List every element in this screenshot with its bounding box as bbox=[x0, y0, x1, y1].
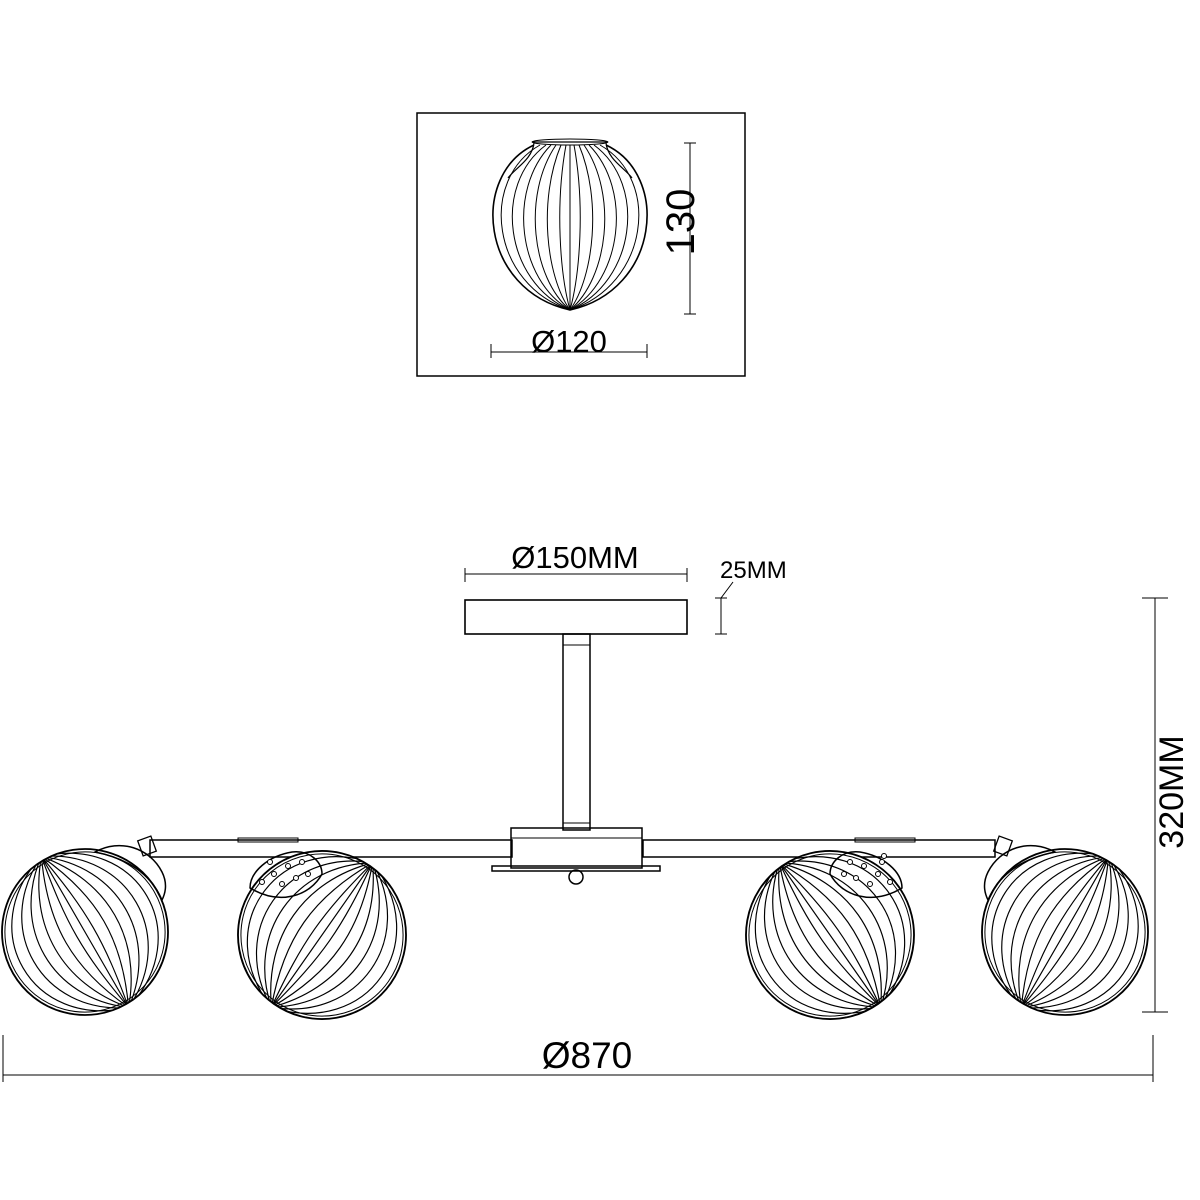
total-height-dimension: 320MM bbox=[1142, 597, 1191, 1013]
canopy-height-label: 25MM bbox=[720, 557, 787, 584]
shade-height-dimension: 130 bbox=[659, 142, 703, 315]
globe-shade-3 bbox=[711, 815, 950, 1056]
detail-frame bbox=[416, 112, 746, 377]
globe-shade-1 bbox=[0, 815, 200, 1049]
shade-diameter-dimension: Ø120 bbox=[490, 324, 648, 359]
center-hub bbox=[491, 827, 661, 885]
shade-diameter-label: Ø120 bbox=[531, 324, 607, 359]
fixture-drawing bbox=[0, 599, 1181, 1056]
canopy-diameter-label: Ø150MM bbox=[511, 540, 638, 575]
shade-drawing bbox=[492, 138, 648, 311]
globe-shade-4 bbox=[950, 815, 1181, 1049]
shade-detail-view: 130 Ø120 bbox=[416, 112, 746, 377]
shade-height-label: 130 bbox=[659, 189, 703, 256]
ceiling-canopy bbox=[464, 599, 688, 635]
canopy-diameter-dimension: Ø150MM bbox=[464, 540, 688, 582]
globe-shade-2 bbox=[203, 815, 442, 1056]
total-height-label: 320MM bbox=[1153, 735, 1191, 848]
canopy-height-dimension: 25MM bbox=[715, 557, 787, 635]
total-width-label: Ø870 bbox=[542, 1035, 633, 1076]
total-width-dimension: Ø870 bbox=[2, 1035, 1154, 1082]
stem-rod bbox=[562, 633, 591, 831]
